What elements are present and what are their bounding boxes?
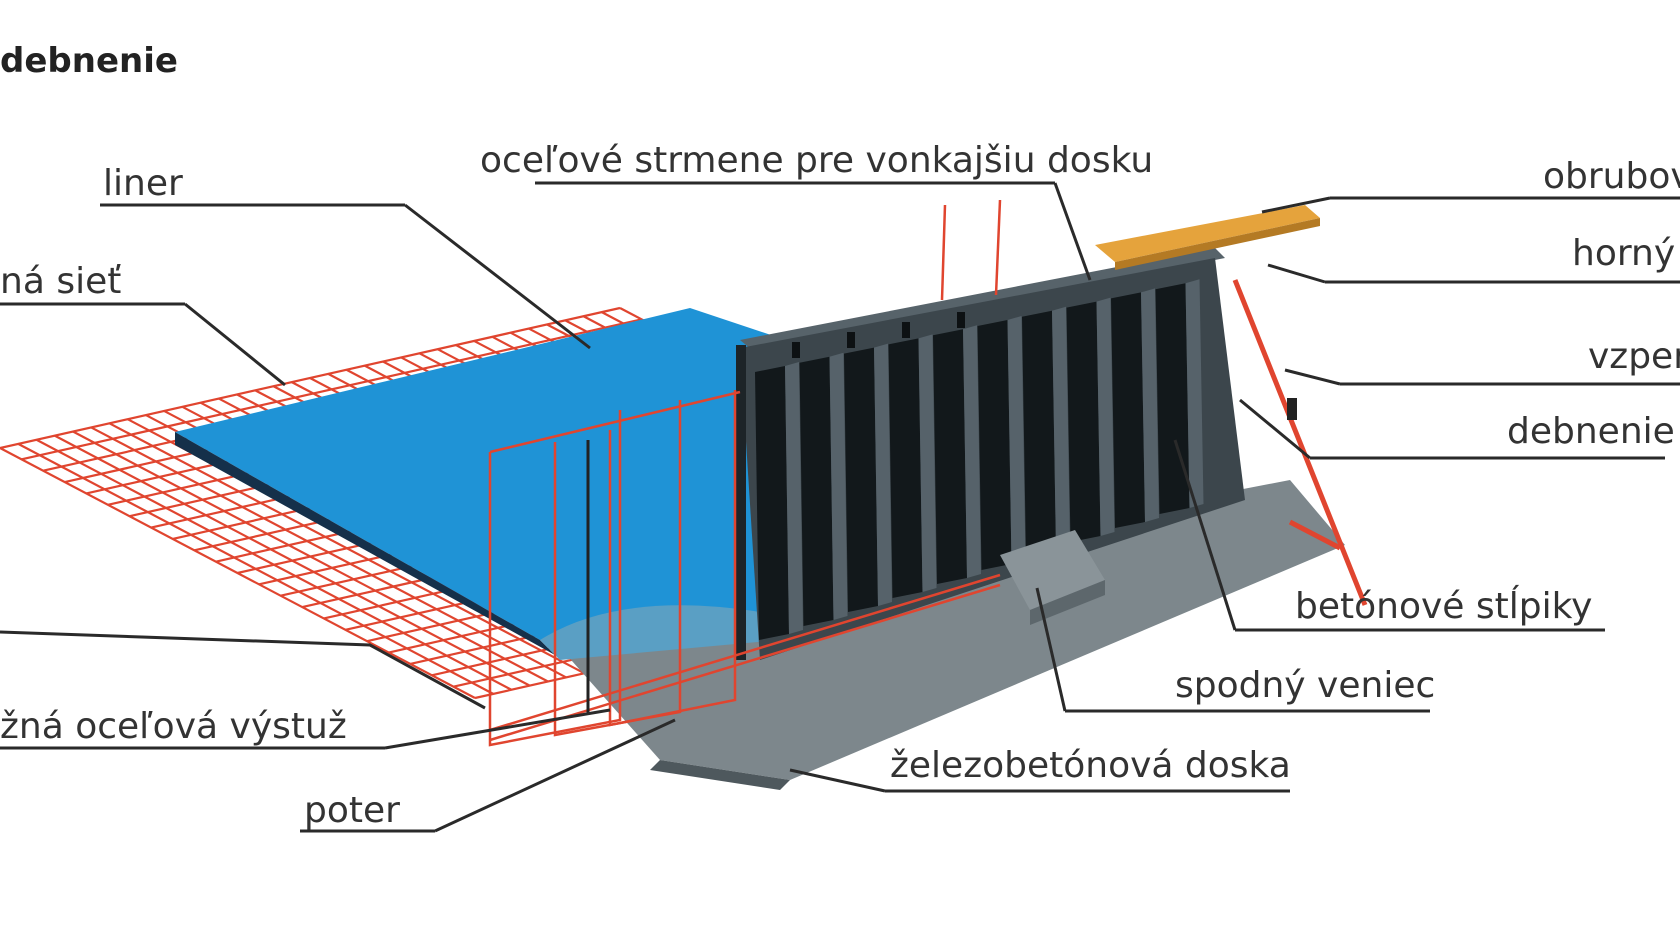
strut-foot <box>1288 519 1342 551</box>
svg-text:oceľové strmene pre vonkajšiu: oceľové strmene pre vonkajšiu dosku <box>480 140 1153 181</box>
label-steel-stirrups: oceľové strmene pre vonkajšiu dosku <box>480 140 1153 281</box>
strut-clamp <box>1287 398 1297 420</box>
svg-text:vzper: vzper <box>1588 336 1680 377</box>
svg-text:ná sieť: ná sieť <box>0 261 121 302</box>
liner-floor-edge <box>175 432 555 655</box>
svg-text:železobetónová doska: železobetónová doska <box>890 745 1291 786</box>
label-top-rim: horný <box>1267 233 1680 284</box>
label-mesh: ná sieť <box>0 261 286 387</box>
concrete-post-block <box>1000 530 1105 610</box>
svg-text:debnenie: debnenie <box>1507 411 1675 452</box>
svg-text:poter: poter <box>304 790 400 831</box>
edging-coping <box>1095 205 1320 262</box>
liner-floor-cutaway <box>540 605 780 660</box>
label-bottom-rim: spodný veniec <box>1035 587 1435 713</box>
svg-text:spodný veniec: spodný veniec <box>1175 665 1435 706</box>
concrete-slab-edge <box>650 760 790 790</box>
label-rc-slab: železobetónová doska <box>789 745 1291 793</box>
label-longitudinal-rebar: žná oceľová výstuž <box>0 630 611 750</box>
svg-text:obrubov: obrubov <box>1543 156 1680 197</box>
liner-floor <box>175 308 780 640</box>
label-screed: poter <box>300 718 676 833</box>
svg-text:betónové stĺpiky: betónové stĺpiky <box>1295 585 1592 627</box>
label-edging: obrubov <box>1261 156 1680 214</box>
label-liner: liner <box>100 163 591 350</box>
strut-bar <box>1232 279 1368 606</box>
steel-stirrups <box>488 199 1002 747</box>
concrete-post-block-side <box>1030 580 1105 625</box>
diagram-title: debnenie <box>0 41 178 81</box>
concrete-slab <box>540 480 1345 780</box>
edging-coping-edge <box>1115 218 1320 270</box>
formwork-wall-front-edge <box>736 345 746 660</box>
label-concrete-posts: betónové stĺpiky <box>1173 439 1605 632</box>
label-formwork: debnenie <box>1239 398 1675 460</box>
svg-text:liner: liner <box>103 163 183 204</box>
svg-text:žná oceľová výstuž: žná oceľová výstuž <box>0 706 347 747</box>
label-strut: vzper <box>1284 336 1680 386</box>
formwork-ribs <box>755 279 1204 640</box>
svg-text:horný: horný <box>1572 233 1675 274</box>
formwork-wall-top <box>740 248 1225 350</box>
